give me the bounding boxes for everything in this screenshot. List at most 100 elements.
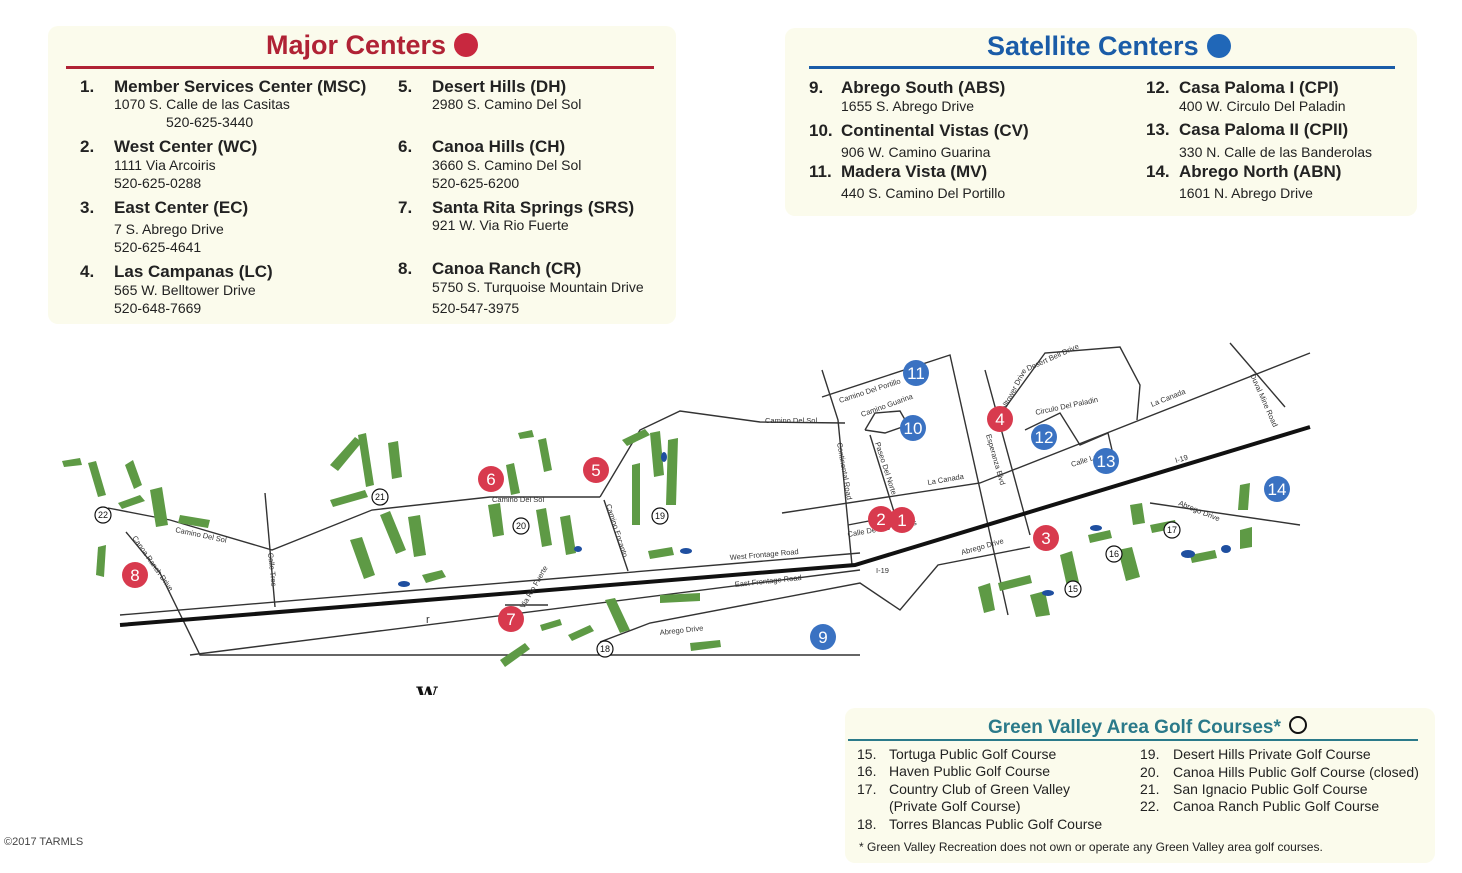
major-marker-label: 4 [995, 410, 1004, 429]
water-pond [1090, 525, 1102, 531]
satellite-centers-panel: Satellite Centers 9. Abrego South (ABS) … [785, 28, 1417, 216]
fairway [1238, 483, 1250, 510]
entry-name: Casa Paloma I (CPI) [1179, 78, 1339, 97]
fairway [1088, 530, 1112, 543]
golf-marker-19: 19 [651, 507, 669, 525]
road-calle-tres [264, 492, 276, 608]
road-label-i19-south: I-19 [876, 566, 889, 575]
satellite-marker-13[interactable]: 13 [1093, 448, 1119, 474]
fairway [178, 515, 210, 528]
road-label-la-canada-south: La Canada [927, 472, 966, 487]
major-centers-divider [66, 66, 654, 69]
major-centers-red-dot-icon [454, 33, 479, 57]
satellite-marker-9[interactable]: 9 [810, 624, 836, 650]
entry-address: 330 N. Calle de las Banderolas [1179, 144, 1373, 160]
golf-marker-18: 18 [596, 640, 614, 658]
satellite-marker-circle [1031, 424, 1057, 450]
golf-marker-label: 17 [1167, 525, 1177, 535]
water-pond [574, 546, 582, 552]
satellite-marker-circle [1093, 448, 1119, 474]
major-marker-2[interactable]: 2 [868, 506, 894, 532]
major-marker-label: 8 [130, 566, 139, 585]
major-marker-4[interactable]: 4 [987, 406, 1013, 432]
fairway [350, 537, 375, 579]
road-camino-guarina [864, 410, 910, 434]
entry-number: 3. [80, 198, 95, 217]
major-marker-1[interactable]: 1 [889, 507, 915, 533]
golf-fairways [62, 429, 1252, 667]
golf-item-16-name: Haven Public Golf Course [889, 763, 1051, 779]
golf-item-22-name: Canoa Ranch Public Golf Course [1173, 798, 1380, 814]
entry-number: 7. [398, 198, 413, 217]
road-abrego-north [1149, 502, 1301, 526]
satellite-marker-10[interactable]: 10 [900, 415, 926, 441]
fairway [518, 430, 534, 439]
fairway [422, 570, 446, 583]
satellite-marker-12[interactable]: 12 [1031, 424, 1057, 450]
water-pond [1221, 545, 1231, 553]
golf-marker-label: 15 [1068, 584, 1078, 594]
golf-marker-20: 20 [512, 517, 530, 535]
fairway [125, 460, 142, 489]
major-marker-circle [498, 606, 524, 632]
road-label-camino-del-sol-east: Camino Del Sol [765, 416, 817, 425]
golf-item-number: 22. [1140, 798, 1160, 814]
road-label-circulo: Circulo Del Paladin [1035, 395, 1099, 417]
entry-number: 14. [1146, 162, 1170, 181]
road-la-canada [781, 352, 1311, 514]
entry-number: 1. [80, 77, 95, 96]
entry-address: 1070 S. Calle de las Casitas [114, 96, 290, 112]
road-label-camino-encanto: Camino Encanto [604, 503, 630, 559]
entry-number: 9. [809, 78, 824, 97]
major-marker-7[interactable]: 7 [498, 606, 524, 632]
golf-course-markers: 15 16 17 18 19 20 21 22 [94, 488, 1181, 658]
entry-number: 11. [809, 162, 832, 181]
major-marker-6[interactable]: 6 [478, 466, 504, 492]
road-camino-encanto [603, 499, 629, 572]
fairway [1030, 591, 1050, 617]
satellite-marker-label: 13 [1097, 452, 1116, 471]
entry-address: 921 W. Via Rio Fuerte [432, 217, 569, 233]
major-marker-5[interactable]: 5 [583, 457, 609, 483]
fairway [408, 515, 426, 557]
entry-name: Santa Rita Springs (SRS) [432, 198, 635, 217]
fairway [88, 461, 106, 497]
fairway [388, 441, 402, 479]
entry-address: 565 W. Belltower Drive [114, 282, 256, 298]
water-pond [661, 452, 667, 462]
golf-item-number: 16. [857, 763, 877, 779]
golf-item-19-name: Desert Hills Private Golf Course [1173, 746, 1371, 762]
golf-marker-17: 17 [1163, 521, 1181, 539]
entry-phone: 520-625-0288 [114, 175, 202, 191]
road-label-camino-del-sol-west: Camino Del Sol [175, 525, 228, 545]
entry-name: West Center (WC) [114, 137, 258, 156]
major-marker-label: 1 [897, 511, 906, 530]
golf-marker-22: 22 [94, 506, 112, 524]
road-west-frontage [119, 552, 861, 616]
satellite-centers-title-text: Satellite Centers [987, 31, 1199, 61]
road-east-frontage [189, 569, 861, 656]
entry-name: Canoa Hills (CH) [432, 137, 566, 156]
golf-marker-circle [1064, 580, 1082, 598]
entry-phone: 520-625-3440 [166, 114, 254, 130]
fairway [506, 463, 520, 495]
major-marker-circle [868, 506, 894, 532]
road-desert-bell [999, 346, 1141, 421]
major-marker-3[interactable]: 3 [1033, 525, 1059, 551]
satellite-marker-14[interactable]: 14 [1264, 476, 1290, 502]
entry-phone: 520-648-7669 [114, 300, 202, 316]
major-marker-8[interactable]: 8 [122, 562, 148, 588]
fairway [560, 515, 576, 555]
fairway [538, 438, 552, 472]
fairway [690, 640, 721, 651]
entry-phone: 520-625-4641 [114, 239, 202, 255]
golf-marker-circle [1105, 545, 1123, 563]
entry-name: Desert Hills (DH) [432, 77, 567, 96]
road-esperanza [984, 369, 1031, 536]
satellite-marker-11[interactable]: 11 [903, 360, 929, 386]
golf-item-number: 18. [857, 816, 877, 832]
fairway [1240, 527, 1252, 549]
water-pond [1181, 550, 1195, 558]
map-roads [107, 342, 1311, 656]
compass-w-label: W [415, 683, 438, 695]
